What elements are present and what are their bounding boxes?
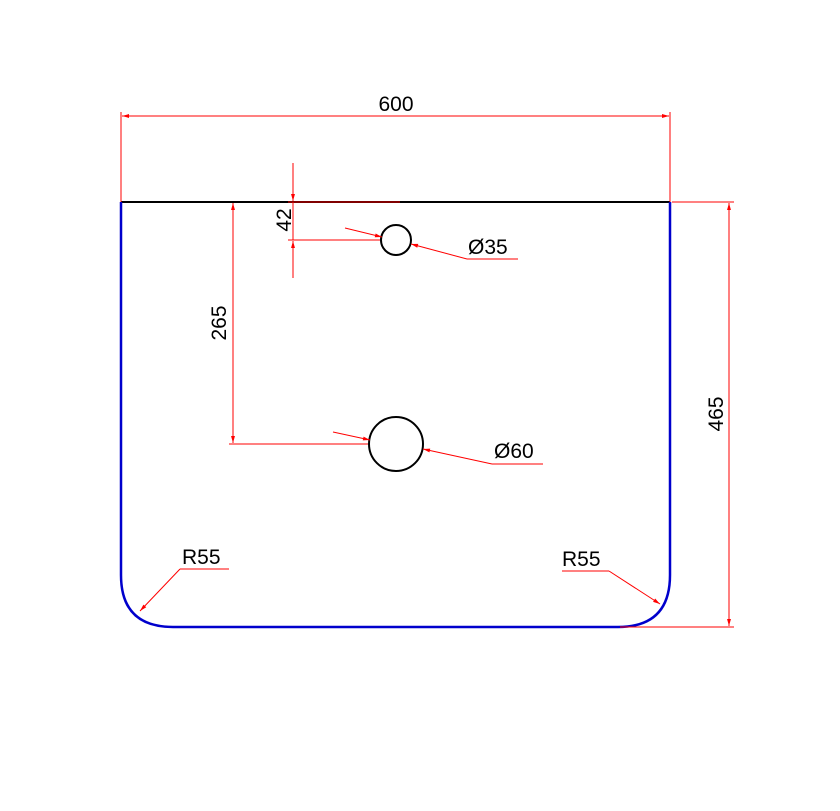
large-hole-offset-label: 265 <box>208 305 231 340</box>
right-radius-label: R55 <box>562 548 601 571</box>
small-hole-diameter-leader <box>344 227 518 260</box>
right-radius-leader <box>562 570 661 605</box>
small-hole-offset-dimension <box>288 163 400 278</box>
large-hole <box>368 416 424 472</box>
large-hole-diameter-leader <box>332 431 543 465</box>
width-label: 600 <box>378 93 413 116</box>
small-hole <box>380 224 412 256</box>
large-hole-diameter-label: Ø60 <box>494 440 534 463</box>
height-label: 465 <box>705 396 728 431</box>
width-dimension <box>120 112 671 202</box>
part-outline <box>119 202 672 629</box>
small-hole-diameter-label: Ø35 <box>468 236 508 259</box>
height-dimension <box>620 201 734 628</box>
left-radius-leader <box>139 568 229 612</box>
left-radius-label: R55 <box>182 546 221 569</box>
large-hole-offset-dimension <box>229 203 368 445</box>
small-hole-offset-label: 42 <box>273 208 296 231</box>
